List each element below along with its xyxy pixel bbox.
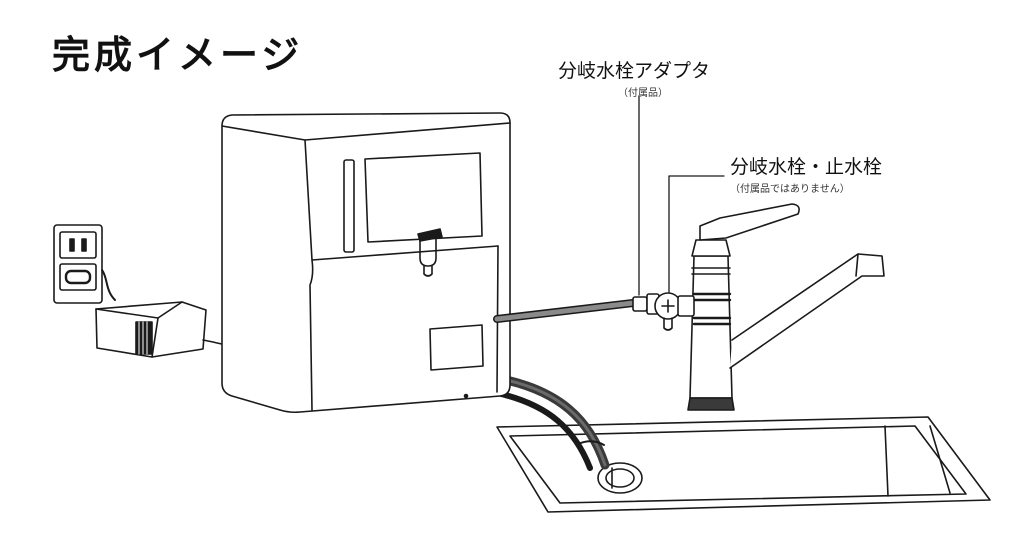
faucet-label: 分岐水栓・止水栓 xyxy=(730,156,883,178)
branch-adapter xyxy=(632,292,695,331)
adapter-note: （付属品） xyxy=(618,88,668,99)
adapter-label: 分岐水栓アダプタ xyxy=(558,60,711,82)
page-title: 完成イメージ xyxy=(52,33,304,77)
wall-outlet xyxy=(53,224,116,304)
callout-leaders xyxy=(638,95,725,296)
power-adapter xyxy=(95,301,231,358)
drain-hoses xyxy=(492,373,613,489)
faucet xyxy=(687,203,885,411)
water-server xyxy=(221,112,511,414)
faucet-note: （付属品ではありません） xyxy=(730,184,850,195)
supply-hose xyxy=(493,299,637,323)
sink-illustration xyxy=(496,416,991,513)
